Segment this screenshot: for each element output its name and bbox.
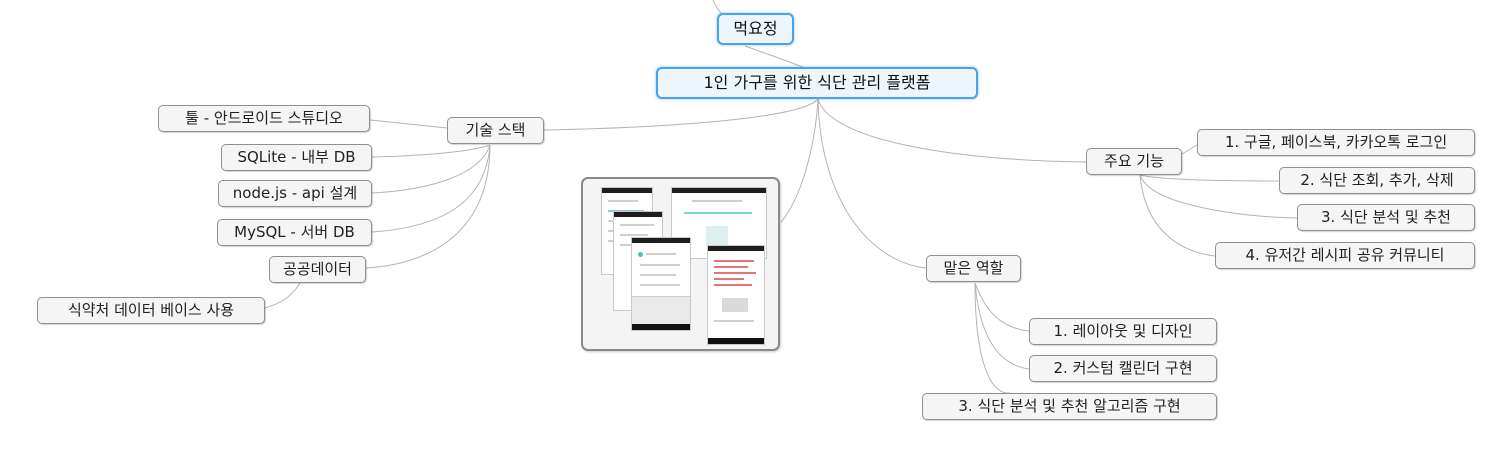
edge-tech-tool bbox=[369, 119, 448, 129]
role-item-algorithm[interactable]: 3. 식단 분석 및 추천 알고리즘 구현 bbox=[922, 393, 1217, 420]
feature-item-login[interactable]: 1. 구글, 페이스북, 카카오톡 로그인 bbox=[1197, 129, 1475, 156]
roles-node[interactable]: 맡은 역할 bbox=[926, 255, 1021, 282]
tech-stack-node[interactable]: 기술 스택 bbox=[447, 117, 544, 144]
tech-item-public-data[interactable]: 공공데이터 bbox=[269, 256, 366, 283]
feature-item-community[interactable]: 4. 유저간 레시피 공유 커뮤니티 bbox=[1215, 242, 1475, 269]
edge-roles-r3 bbox=[974, 282, 1011, 394]
edge-parent-root bbox=[712, 0, 806, 69]
tech-item-nodejs[interactable]: node.js - api 설계 bbox=[218, 180, 372, 207]
tech-item-mysql[interactable]: MySQL - 서버 DB bbox=[217, 219, 372, 246]
root-node[interactable]: 1인 가구를 위한 식단 관리 플랫폼 bbox=[656, 67, 978, 99]
role-item-calendar[interactable]: 2. 커스텀 캘린더 구현 bbox=[1029, 355, 1217, 382]
edge-roles-r1 bbox=[974, 282, 1030, 332]
tech-subitem-food-db[interactable]: 식약처 데이터 베이스 사용 bbox=[37, 297, 265, 324]
edge-tech-sqlite bbox=[371, 144, 491, 158]
feature-item-analysis[interactable]: 3. 식단 분석 및 추천 bbox=[1297, 204, 1475, 231]
edge-tech-public bbox=[365, 144, 491, 269]
app-screenshots-image[interactable] bbox=[581, 177, 780, 351]
tech-item-tool[interactable]: 툴 - 안드로이드 스튜디오 bbox=[158, 105, 370, 132]
edge-roles-r2 bbox=[974, 282, 1030, 370]
features-node[interactable]: 주요 기능 bbox=[1086, 148, 1182, 175]
edge-root-tech bbox=[543, 98, 819, 131]
edge-features-f4 bbox=[1139, 174, 1216, 257]
parent-node[interactable]: 먹요정 bbox=[717, 13, 794, 45]
edge-root-features bbox=[817, 98, 1087, 163]
edge-tech-node bbox=[371, 144, 491, 194]
edge-root-roles bbox=[817, 98, 927, 269]
tech-item-sqlite[interactable]: SQLite - 내부 DB bbox=[221, 144, 372, 171]
feature-item-diet-crud[interactable]: 2. 식단 조회, 추가, 삭제 bbox=[1279, 167, 1475, 194]
edge-features-f3 bbox=[1139, 174, 1298, 219]
edge-tech-mysql bbox=[371, 144, 491, 233]
edge-public-sub bbox=[264, 282, 301, 309]
edge-root-image bbox=[780, 98, 819, 223]
edge-features-f1 bbox=[1181, 144, 1198, 155]
role-item-layout[interactable]: 1. 레이아웃 및 디자인 bbox=[1029, 318, 1217, 345]
edge-features-f2 bbox=[1139, 174, 1280, 182]
